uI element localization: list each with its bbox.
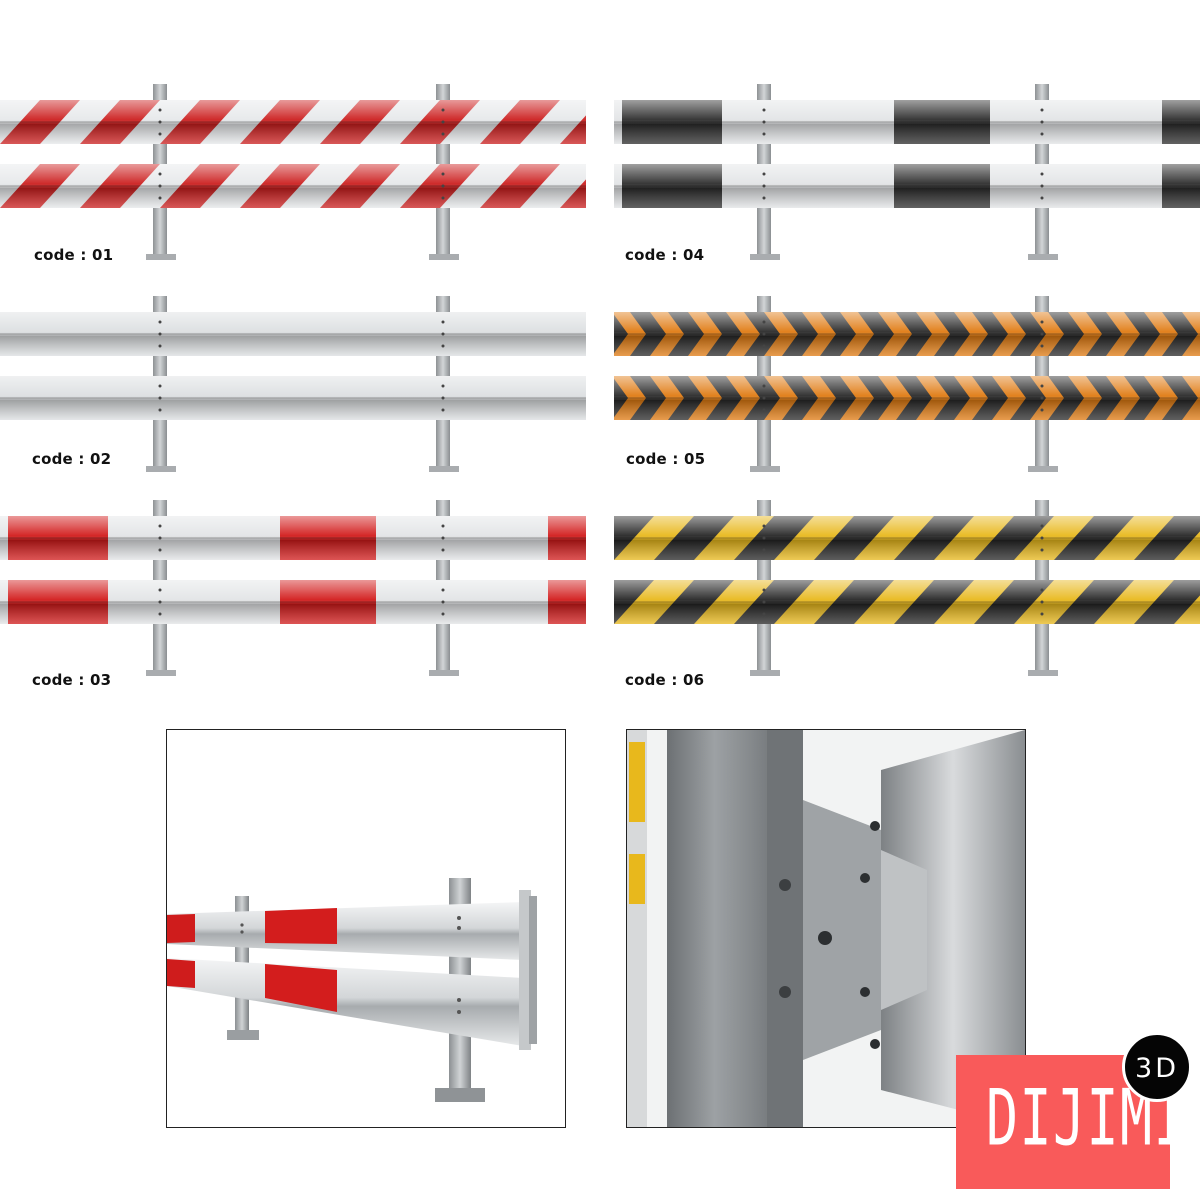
guardrail-variant-06: code : 06	[614, 496, 1200, 696]
guardrail-render	[0, 84, 586, 260]
perspective-guardrail-render	[167, 878, 537, 1102]
guardrail-render	[614, 296, 1200, 472]
guardrail-render	[0, 296, 586, 472]
detail-bolt-render	[627, 730, 1025, 1127]
guardrail-variant-02: code : 02	[0, 292, 586, 492]
code-label: code : 03	[32, 671, 112, 689]
guardrail-variant-03: code : 03	[0, 496, 586, 696]
code-label: code : 01	[34, 246, 114, 264]
code-label: code : 06	[625, 671, 705, 689]
guardrail-variant-05: code : 05	[614, 292, 1200, 492]
brand-badge-text: 3D	[1135, 1053, 1179, 1084]
guardrail-variant-01: code : 01	[0, 80, 586, 280]
perspective-view-frame	[166, 729, 566, 1128]
code-label: code : 04	[625, 246, 705, 264]
brand-3d-badge: 3D	[1122, 1032, 1192, 1102]
brand-logo-text: DIJIMIM	[985, 1072, 1200, 1164]
guardrail-render	[0, 500, 586, 676]
guardrail-variant-04: code : 04	[614, 80, 1200, 280]
guardrail-render	[614, 500, 1200, 676]
code-label: code : 05	[626, 450, 706, 468]
guardrail-render	[614, 84, 1200, 260]
code-label: code : 02	[32, 450, 112, 468]
